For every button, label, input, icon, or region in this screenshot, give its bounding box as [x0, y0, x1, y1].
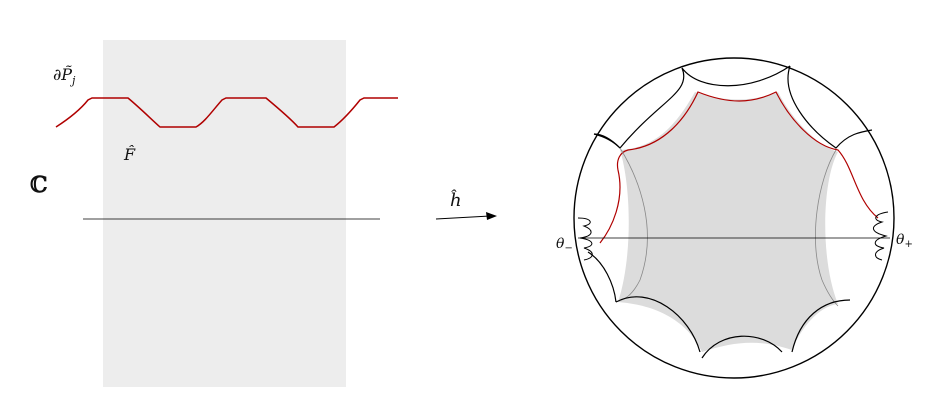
theta-minus-subscript: − — [564, 243, 572, 254]
svg-text:∂P̃j: ∂P̃j — [53, 65, 76, 87]
shaded-region — [618, 92, 838, 352]
boundary-label-main: ∂P̃ — [53, 65, 73, 84]
map-label: ĥ — [450, 188, 462, 211]
theta-plus-label: θ+ — [896, 232, 913, 250]
geodesic-top — [681, 65, 791, 87]
geodesic-lower-left — [587, 251, 617, 303]
geodesic-upper-left-cusp — [593, 133, 621, 149]
boundary-label: ∂P̃j — [53, 65, 76, 87]
theta-minus-symbol: θ — [556, 236, 565, 252]
theta-plus-subscript: + — [904, 239, 912, 250]
lifted-boundary-curve — [55, 97, 398, 128]
red-boundary-arc — [599, 91, 879, 244]
plane-label: ℂ — [30, 172, 48, 198]
boundary-label-subscript: j — [69, 74, 76, 87]
geodesic-top-left — [593, 67, 685, 149]
region-label: F̂ — [123, 145, 136, 164]
map-arrow-shaft — [435, 215, 491, 220]
svg-text:θ−: θ− — [556, 236, 573, 254]
geodesic-bottom-right — [791, 299, 851, 353]
cusps-right — [873, 211, 889, 261]
geodesic-top-right — [787, 65, 873, 149]
map-arrow-head — [486, 212, 497, 220]
svg-text:θ+: θ+ — [896, 232, 913, 250]
hyperbolic-disk — [573, 57, 895, 379]
disk-boundary-circle — [573, 57, 895, 379]
geodesic-right-inner — [815, 149, 839, 307]
theta-plus-symbol: θ — [896, 232, 905, 248]
geodesic-bottom-left — [615, 296, 701, 353]
theta-minus-label: θ− — [556, 236, 573, 254]
fundamental-strip — [103, 40, 346, 387]
geodesic-bottom — [701, 335, 783, 359]
